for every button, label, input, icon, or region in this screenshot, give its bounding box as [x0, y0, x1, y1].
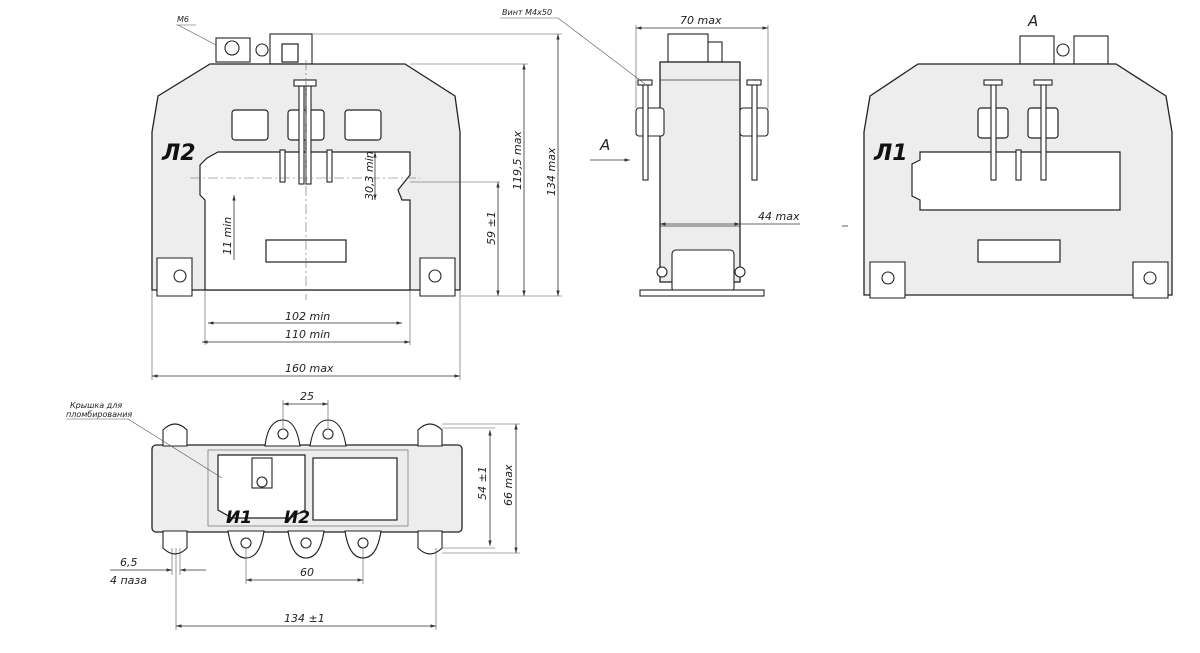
- side-top-block: [667, 33, 709, 63]
- dim-total-width: 160 max: [285, 362, 334, 375]
- top-view: И1 И2 Крышка для пломбирования 25 54 ±1 …: [66, 390, 520, 630]
- top-nameplate: [312, 457, 398, 521]
- dim-window-height: 30,3 min: [363, 151, 376, 200]
- dim-mount-depth: 54 ±1: [476, 466, 489, 500]
- front-bolt-b: [305, 83, 312, 185]
- side-body: [659, 61, 741, 283]
- front-bolt-head: [293, 79, 317, 87]
- rear-window: [911, 151, 1121, 211]
- seal-cover-label-line2: пломбирования: [66, 410, 132, 419]
- dim-total-depth: 66 max: [502, 464, 515, 506]
- dim-screw-spacing: 60: [300, 566, 314, 579]
- rear-view: A Л1: [842, 12, 1173, 299]
- dim-center-height: 59 ±1: [485, 211, 498, 245]
- front-bolt-a: [298, 83, 305, 185]
- back-terminal-label: Л1: [873, 141, 908, 166]
- side-view: A Винт М4х50 70 max 44 max: [500, 8, 800, 297]
- side-clamp-left: [635, 107, 665, 137]
- seal-cover-label-line1: Крышка для: [70, 401, 122, 410]
- front-view: Л2 М6 30,3 min 11 min 59 ±1 119,5 max 13…: [151, 15, 562, 380]
- front-top-window-right: [344, 109, 382, 141]
- dim-mount-spacing: 134 ±1: [284, 612, 325, 625]
- screw-leader: [557, 17, 646, 85]
- winding-1-label: И1: [226, 508, 252, 528]
- side-foot-block: [671, 249, 735, 293]
- side-screw-left: [642, 79, 649, 181]
- dim-slot-count: 4 паза: [110, 574, 147, 587]
- front-small-screw: [255, 43, 269, 57]
- front-foot-screw-left: [173, 269, 187, 283]
- dim-depth: 70 max: [680, 14, 722, 27]
- dim-opening-width: 110 min: [285, 328, 330, 341]
- winding-2-label: И2: [284, 508, 310, 528]
- front-terminal-screw: [224, 40, 240, 56]
- side-screw-right: [751, 79, 758, 181]
- rear-nameplate: [977, 239, 1061, 263]
- dim-bolt-spacing: 25: [300, 390, 314, 403]
- seal-cover-leader: [127, 418, 223, 479]
- dim-slot-width: 6,5: [120, 556, 138, 569]
- front-top-window-left: [231, 109, 269, 141]
- front-foot-screw-right: [428, 269, 442, 283]
- front-stud-left: [279, 149, 286, 183]
- front-terminal-label: Л2: [161, 141, 196, 166]
- dim-lower-gap: 11 min: [221, 217, 234, 255]
- dim-window-width: 102 min: [285, 310, 330, 323]
- front-stud-right: [326, 149, 333, 183]
- dim-height-body: 119,5 max: [511, 131, 524, 190]
- dim-core-depth: 44 max: [758, 210, 800, 223]
- front-cover-latch: [281, 43, 299, 63]
- dim-total-height: 134 max: [545, 147, 558, 196]
- thread-label: М6: [177, 15, 189, 24]
- view-a-label: A: [1027, 12, 1038, 30]
- screw-label: Винт М4х50: [502, 8, 552, 17]
- side-base-plate: [639, 289, 765, 297]
- view-a-arrow-label: A: [599, 136, 610, 154]
- thread-leader: [177, 24, 217, 46]
